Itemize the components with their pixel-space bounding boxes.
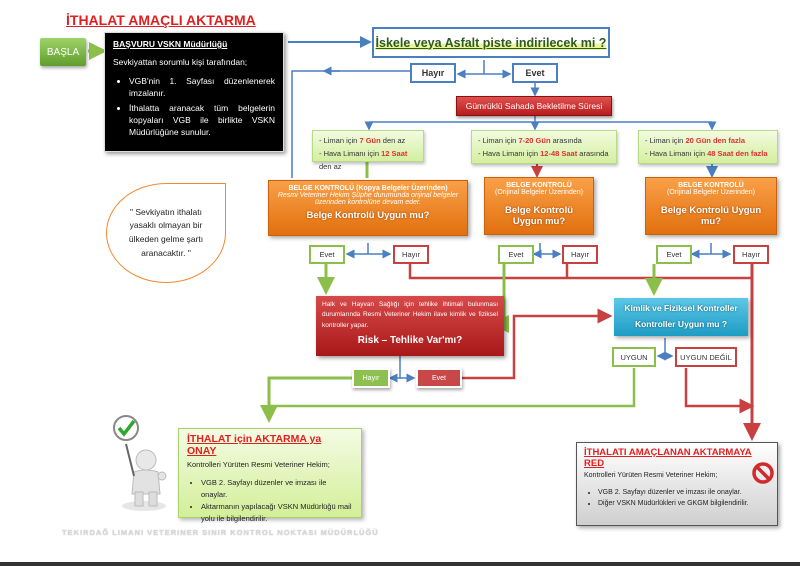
waiting-time-box[interactable]: Gümrüklü Sahada Bekletilme Süresi xyxy=(456,96,612,116)
prohibited-icon xyxy=(752,462,774,484)
list-item: VGB 2. Sayfayı düzenler ve imzası ile on… xyxy=(201,477,353,501)
rejection-box: İTHALATI AMAÇLANAN AKTARMAYA RED Kontrol… xyxy=(576,442,778,526)
rejection-heading: İTHALATI AMAÇLANAN AKTARMAYA RED xyxy=(584,447,752,469)
connector xyxy=(408,264,752,280)
approval-person-icon xyxy=(113,415,167,511)
doc-check-question: Belge Kontrolü Uygun mu? xyxy=(504,205,574,227)
list-item: Aktarmanın yapılacağı VSKN Müdürlüğü mai… xyxy=(201,501,353,525)
risk-assessment-box[interactable]: Halk ve Hayvan Sağlığı için tehlike ihti… xyxy=(316,296,504,356)
approval-list: VGB 2. Sayfayı düzenler ve imzası ile on… xyxy=(187,477,353,525)
list-item: VGB 2. Sayfayı düzenler ve imzası ile on… xyxy=(598,487,770,498)
footer-text: TEKIRDAĞ LIMANI VETERINER SINIR KONTROL … xyxy=(62,528,379,537)
physical-check-question: Kontroller Uygun mu ? xyxy=(634,319,728,330)
connector xyxy=(291,70,410,178)
physical-check-box[interactable]: Kimlik ve Fiziksel Kontroller Kontroller… xyxy=(614,298,748,336)
doc-check-2-no[interactable]: Hayır xyxy=(562,245,598,264)
bottom-border xyxy=(0,562,800,566)
doc-check-copy[interactable]: BELGE KONTROLÜ (Kopya Belgeler Üzerinden… xyxy=(268,180,468,236)
suitable-button[interactable]: UYGUN xyxy=(612,347,656,367)
not-suitable-button[interactable]: UYGUN DEĞİL xyxy=(675,347,737,367)
start-button[interactable]: BAŞLA xyxy=(40,38,86,66)
doc-check-original-2[interactable]: BELGE KONTROLÜ (Orijinal Belgeler Üzerin… xyxy=(645,177,777,235)
duration-note-short: - Liman için 7 Gün den az - Hava Limanı … xyxy=(312,130,424,171)
connector xyxy=(684,368,755,414)
duration-note-medium: - Liman için 7-20 Gün arasında - Hava Li… xyxy=(471,130,617,164)
risk-text: Halk ve Hayvan Sağlığı için tehlike ihti… xyxy=(322,301,498,329)
connector xyxy=(269,368,636,408)
list-item: İthalatta aranacak tüm belgelerin kopyal… xyxy=(129,102,275,139)
application-intro: Sevkiyattan sorumlu kişi tarafından; xyxy=(113,57,248,67)
doc-check-note: (Orijinal Belgeler Üzerinden) xyxy=(495,189,583,196)
page-title: İTHALAT AMAÇLI AKTARMA xyxy=(66,12,256,28)
approval-heading: İTHALAT için AKTARMA ya ONAY xyxy=(187,433,322,457)
application-heading: BAŞVURU VSKN Müdürlüğü xyxy=(113,39,228,49)
doc-check-original-1[interactable]: BELGE KONTROLÜ (Orijinal Belgeler Üzerin… xyxy=(484,177,594,235)
main-question-box[interactable]: İskele veya Asfalt piste indirilecek mi … xyxy=(372,27,610,58)
connector xyxy=(260,376,352,423)
physical-check-heading: Kimlik ve Fiziksel Kontroller xyxy=(624,303,738,313)
doc-check-2-yes[interactable]: Evet xyxy=(498,245,534,264)
rejection-intro: Kontrolleri Yürüten Resmi Veteriner Heki… xyxy=(584,472,718,479)
doc-check-note: Resmi Veteriner Hekim Şüphe durumunda or… xyxy=(277,192,459,206)
doc-check-1-yes[interactable]: Evet xyxy=(309,245,345,264)
risk-yes-button[interactable]: Evet xyxy=(416,368,462,388)
doc-check-heading: BELGE KONTROLÜ (Kopya Belgeler Üzerinden… xyxy=(288,185,448,192)
doc-check-question: Belge Kontrolü Uygun mu? xyxy=(306,210,430,221)
doc-check-heading: BELGE KONTROLÜ xyxy=(678,182,744,189)
doc-check-3-yes[interactable]: Evet xyxy=(656,245,692,264)
main-question-text: İskele veya Asfalt piste indirilecek mi … xyxy=(375,35,607,50)
connector xyxy=(462,308,613,380)
application-list: VGB'nin 1. Sayfası düzenlenerek imzalanı… xyxy=(113,75,275,139)
application-box: BAŞVURU VSKN Müdürlüğü Sevkiyattan sorum… xyxy=(104,32,284,152)
doc-check-note: (Orijinal Belgeler Üzerinden) xyxy=(667,189,755,196)
doc-check-3-no[interactable]: Hayır xyxy=(733,245,769,264)
doc-check-heading: BELGE KONTROLÜ xyxy=(506,182,572,189)
doc-check-1-no[interactable]: Hayır xyxy=(393,245,429,264)
risk-question: Risk – Tehlike Var'mı? xyxy=(357,335,463,347)
country-condition-note: " Sevkiyatın ithalatı yasaklı olmayan bi… xyxy=(106,183,226,283)
doc-check-question: Belge Kontrolü Uygun mu? xyxy=(660,205,762,227)
approval-intro: Kontrolleri Yürüten Resmi Veteriner Heki… xyxy=(187,460,330,469)
answer-no-button[interactable]: Hayır xyxy=(410,63,456,83)
duration-note-long: - Liman için 20 Gün den fazla - Hava Lim… xyxy=(638,130,778,164)
list-item: VGB'nin 1. Sayfası düzenlenerek imzalanı… xyxy=(129,75,275,100)
risk-no-button[interactable]: Hayır xyxy=(352,368,390,388)
approval-box: İTHALAT için AKTARMA ya ONAY Kontrolleri… xyxy=(178,428,362,523)
rejection-list: VGB 2. Sayfayı düzenler ve imzası ile on… xyxy=(584,487,770,509)
answer-yes-button[interactable]: Evet xyxy=(512,63,558,83)
list-item: Diğer VSKN Müdürlükleri ve GKGM bilgilen… xyxy=(598,498,770,509)
